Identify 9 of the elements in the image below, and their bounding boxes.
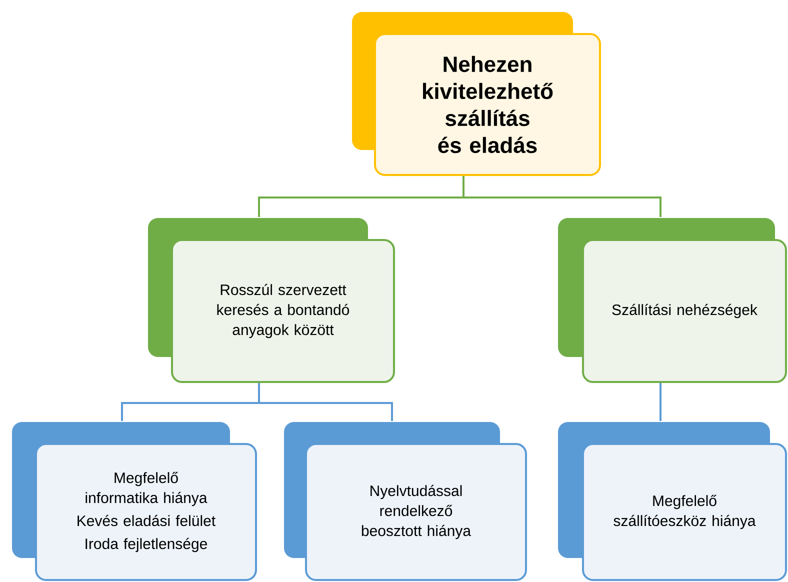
connector-line bbox=[462, 176, 662, 217]
connector-line bbox=[258, 383, 393, 421]
process-box: Rosszúl szervezett keresés a bontandó anyagok között bbox=[148, 218, 395, 383]
process-box: Nyelvtudással rendelkező beosztott hiánya bbox=[284, 422, 527, 581]
process-box: Szállítási nehézségek bbox=[558, 218, 787, 383]
process-box: Megfelelő szállítóeszköz hiánya bbox=[558, 422, 787, 581]
connector-line bbox=[660, 383, 662, 421]
process-box: Megfelelő informatika hiánya Kevés eladási felület Iroda fejletlensége bbox=[12, 422, 257, 581]
process-box: Nehezen kivitelezhető szállítás és eladás bbox=[352, 12, 601, 176]
